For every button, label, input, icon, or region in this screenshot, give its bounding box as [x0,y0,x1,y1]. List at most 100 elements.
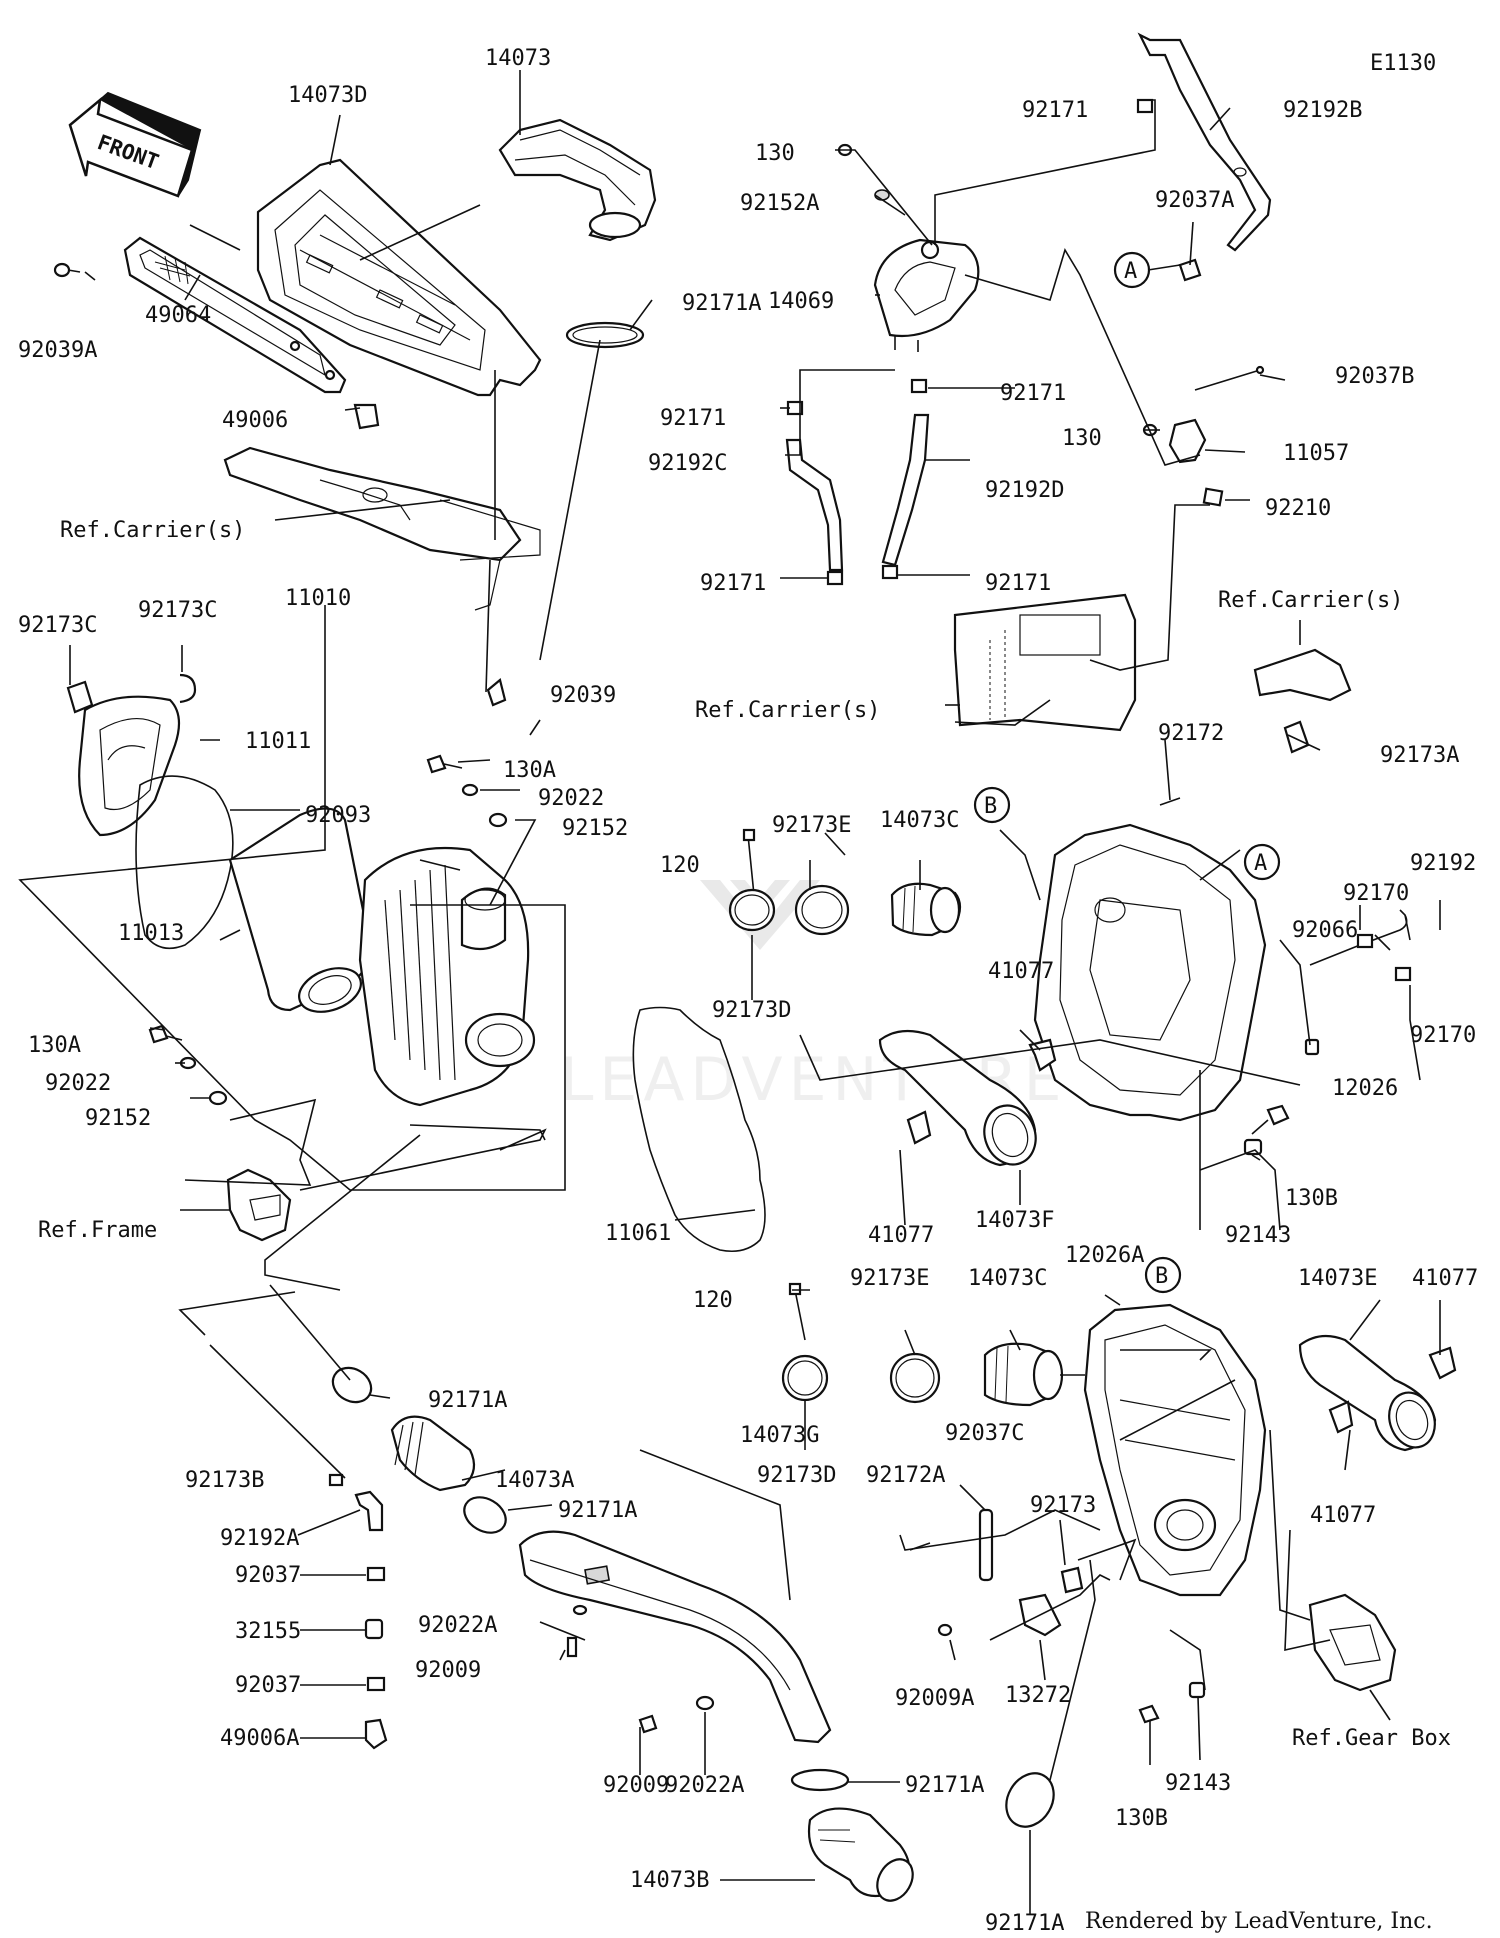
clip-41077-b [906,1110,932,1145]
callout-B-mid-letter: B [984,794,997,819]
callout-14073C-a: 14073C [880,808,959,833]
callout-41077-a: 41077 [988,959,1054,984]
callout-14073F: 14073F [975,1208,1054,1233]
callout-49006A: 49006A [220,1726,299,1751]
tube-32155 [364,1618,384,1640]
callout-ref-frame: Ref.Frame [38,1218,157,1243]
callout-92192D: 92192D [985,478,1064,503]
housing-11010 [358,846,536,1107]
clamp-92173E-a [794,884,850,936]
collar-92152-a [488,812,508,828]
callout-92171A-top: 92171A [682,291,761,316]
clamp-92171A-lower-c [790,1768,850,1792]
cover-11011 [78,695,181,837]
callout-41077-c: 41077 [1412,1266,1478,1291]
callout-92171-top: 92171 [1022,98,1088,123]
collar-92143-b [1188,1681,1206,1699]
callout-130A-a: 130A [503,758,556,783]
bolt-92172 [1159,797,1181,806]
o-ring-92093 [135,775,234,950]
callout-92171A-lower-c: 92171A [905,1773,984,1798]
callout-92173D-a: 92173D [712,998,791,1023]
air-box-12026A [1083,1303,1267,1597]
diagram-code: E1130 [1370,51,1436,76]
clamp-92171A-lower-d [1005,1772,1055,1828]
callout-labels: E1130 14073 14073D 92039A 49064 49006 92… [18,46,1478,1936]
callout-14073C-b: 14073C [968,1266,1047,1291]
washer-92022A-a [572,1604,588,1616]
callout-11013: 11013 [118,921,184,946]
callout-ref-carrier-center: Ref.Carrier(s) [695,698,880,723]
callout-92152-a: 92152 [562,816,628,841]
valve-14069 [873,238,980,352]
hose-92192B [1137,32,1272,252]
callout-92037B: 92037B [1335,364,1414,389]
bolt-130B-a [1251,1104,1290,1135]
bracket-11057 [1168,418,1207,464]
clamp-92171A-lower-b [463,1496,507,1534]
gasket-11061 [632,1006,766,1253]
callout-circle-B-mid [973,786,1011,824]
callout-92039: 92039 [550,683,616,708]
callout-92009A: 92009A [895,1686,974,1711]
callout-11011: 11011 [245,729,311,754]
callout-92192C: 92192C [648,451,727,476]
washer-92022A-b [695,1695,715,1711]
callout-A-upper-letter: A [1124,259,1137,284]
callout-A-mid-letter: A [1254,851,1267,876]
screw-92009A [937,1623,953,1637]
clip-92173B [328,1473,344,1487]
hose-92192D [881,413,930,567]
front-arrow-icon: FRONT [68,91,202,198]
callout-14069: 14069 [768,289,834,314]
washer-92022-a [461,783,479,797]
callout-92093: 92093 [305,803,371,828]
clamp-92171-top [1136,98,1154,114]
callout-130A-b: 130A [28,1033,81,1058]
callout-92173C-b: 92173C [138,598,217,623]
callout-13272: 13272 [1005,1683,1071,1708]
bolt-92039 [486,678,507,707]
duct-14073F [878,1029,1037,1167]
callout-92173A: 92173A [1380,743,1459,768]
callout-92152-b: 92152 [85,1106,151,1131]
clamp-92171-c [910,378,928,394]
callout-12026A: 12026A [1065,1243,1144,1268]
fitting-92066 [1304,1038,1320,1056]
callout-92009-b: 92009 [603,1773,669,1798]
callout-ref-carrier-left: Ref.Carrier(s) [60,518,245,543]
callout-49006: 49006 [222,408,288,433]
callout-92171A-lower-b: 92171A [558,1498,637,1523]
callout-92037-b: 92037 [235,1673,301,1698]
nut-92210 [1202,487,1224,507]
clip-41077-d [1328,1400,1354,1434]
callout-92039A: 92039A [18,338,97,363]
screw-92009-b [638,1714,658,1734]
callout-14073G: 14073G [740,1423,819,1448]
callout-ref-gear-box: Ref.Gear Box [1292,1726,1451,1751]
bolt-120-b [788,1282,806,1341]
clamp-92170-b [1394,966,1412,982]
callout-92171-b: 92171 [660,406,726,431]
callout-92152A: 92152A [740,191,819,216]
callout-92143-b: 92143 [1165,1771,1231,1796]
washer-92152A [874,189,890,201]
callout-41077-d: 41077 [1310,1503,1376,1528]
collar-92152-b [208,1090,228,1106]
callout-92143-a: 92143 [1225,1223,1291,1248]
callout-11057: 11057 [1283,441,1349,466]
callout-92173B: 92173B [185,1468,264,1493]
clamp-92173E-b [889,1352,941,1404]
callout-120-b: 120 [693,1288,733,1313]
callout-92022-b: 92022 [45,1071,111,1096]
callout-92172: 92172 [1158,721,1224,746]
clip-92037-a [366,1566,386,1582]
clip-92037-b [366,1676,386,1692]
filter-screen-49064 [123,236,347,394]
callout-circle-B-lower [1144,1256,1182,1294]
duct-14073A [390,1415,476,1492]
rod-92037C [978,1508,994,1582]
callout-circle-A-mid [1243,843,1281,881]
callout-92022-a: 92022 [538,786,604,811]
carrier-bracket-upper [223,446,541,611]
